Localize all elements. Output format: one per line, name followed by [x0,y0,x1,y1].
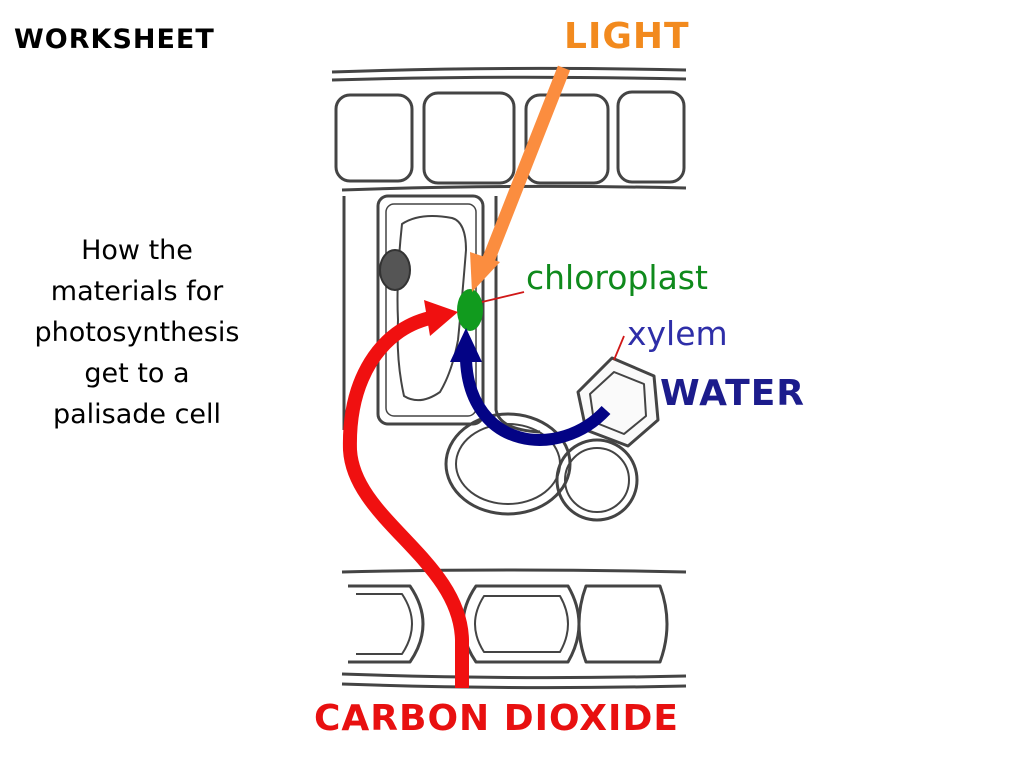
intro-line: How the [81,235,193,266]
epidermis-cell [577,584,669,664]
intro-line: palisade cell [52,399,222,430]
carbon-dioxide-label: CARBON DIOXIDE [314,698,679,739]
worksheet-heading: WORKSHEET [14,24,215,55]
lower-epidermis-line [341,672,687,680]
epidermis-cell [474,595,569,653]
epidermis-cell [334,93,414,183]
vacuole [396,215,467,402]
epidermis-cell [348,584,425,664]
cell-drawing [331,66,687,690]
water-arrow [450,328,611,446]
epidermis-cell [616,90,686,184]
xylem-vessel-inner [589,371,647,435]
xylem-leader-line [613,335,625,361]
chloroplast-label: chloroplast [526,258,708,297]
epidermis-cell [422,91,516,185]
xylem-label: xylem [627,314,728,353]
intro-text: How the materials for photosynthesis get… [12,230,262,435]
nucleus [379,249,411,291]
upper-epidermis-line [331,75,687,82]
lower-epidermis-line [341,568,687,574]
upper-epidermis-line [331,66,687,74]
chloroplast-leader-line [481,291,525,303]
chloroplast [457,289,483,331]
intro-line: photosynthesis [34,317,240,348]
lower-epidermis-line [341,682,687,690]
intro-line: get to a [84,358,190,389]
water-label: WATER [660,373,806,414]
epidermis-cell [461,584,581,664]
epidermis-cell [356,593,413,655]
light-label: LIGHT [564,16,690,57]
spongy-cell [555,438,639,522]
light-arrow [470,65,571,292]
spongy-cell-inner [564,447,630,513]
carbon-dioxide-arrow [342,300,469,688]
intro-line: materials for [50,276,224,307]
epidermis-cell [524,93,610,185]
